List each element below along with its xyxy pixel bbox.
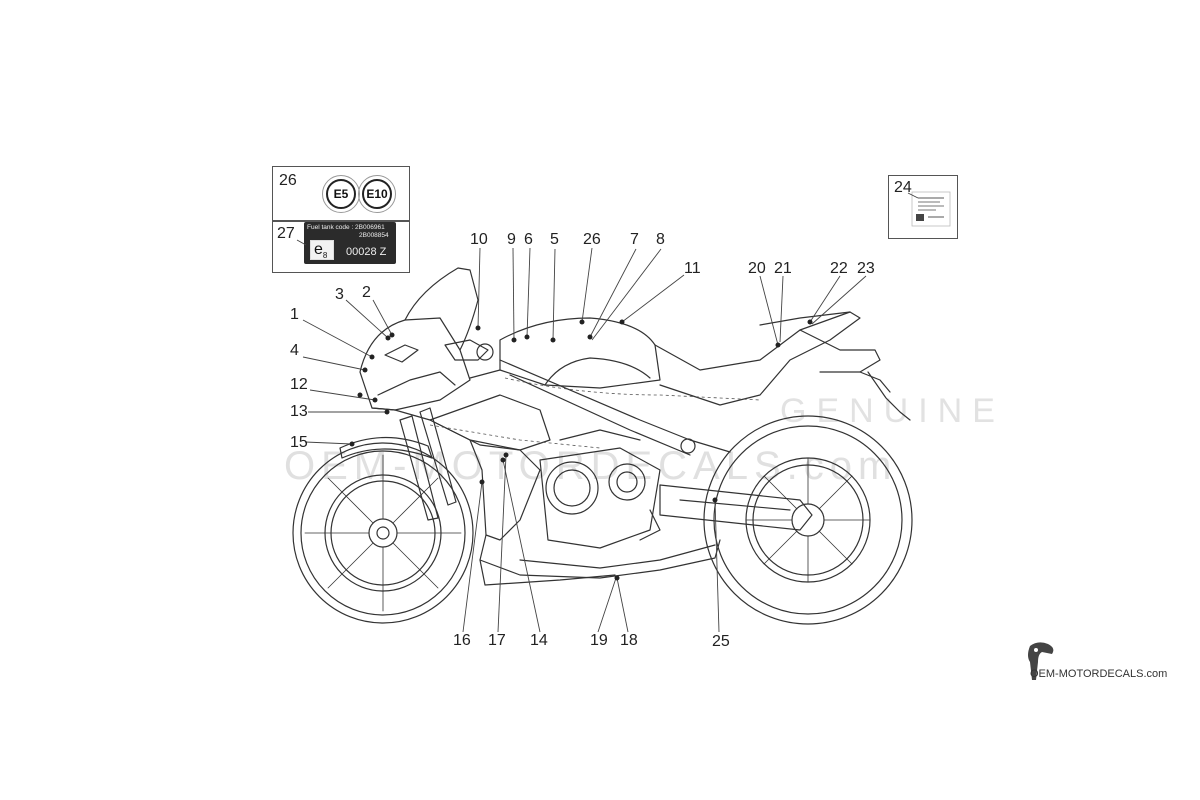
badge-e10: E10 — [362, 179, 392, 209]
callout-11: 11 — [684, 260, 701, 277]
badge-e5: E5 — [326, 179, 356, 209]
callout-14: 14 — [530, 632, 548, 649]
callout-17: 17 — [488, 632, 506, 649]
callout-10: 10 — [470, 231, 488, 248]
legend-box-26: 26 E5 E10 — [272, 166, 410, 221]
callout-20: 20 — [748, 260, 766, 277]
legend-number-24: 24 — [894, 179, 912, 196]
callout-25: 25 — [712, 633, 730, 650]
e-mark-letter: e — [314, 241, 323, 258]
callout-21: 21 — [774, 260, 792, 277]
legend-number-27: 27 — [277, 225, 295, 242]
callout-22: 22 — [830, 260, 848, 277]
legend-number-26: 26 — [279, 172, 297, 189]
watermark-top: GENUINE — [780, 392, 1005, 430]
callout-6: 6 — [524, 231, 533, 248]
callout-19: 19 — [590, 632, 608, 649]
callout-4: 4 — [290, 342, 299, 359]
footer-brand: OEM-MOTORDECALS.com — [1030, 668, 1168, 680]
toucan-logo-icon — [1028, 642, 1054, 680]
callout-15: 15 — [290, 434, 308, 451]
mini-decal-icon — [911, 191, 951, 227]
callout-23: 23 — [857, 260, 875, 277]
fuel-tank-code-line2: 2B008854 — [359, 232, 389, 239]
e-mark-sub: 8 — [322, 251, 328, 261]
fuel-tank-label: Fuel tank code : 2B006961 2B008854 e8 00… — [304, 222, 396, 264]
callout-1: 1 — [290, 306, 299, 323]
callout-13: 13 — [290, 403, 308, 420]
approval-number: 00028 Z — [346, 246, 387, 258]
fuel-tank-code-line: Fuel tank code : 2B006961 — [307, 224, 385, 231]
callout-8: 8 — [656, 231, 665, 248]
badge-ring-e10 — [358, 175, 396, 213]
callout-9: 9 — [507, 231, 516, 248]
callout-18: 18 — [620, 632, 638, 649]
callout-7: 7 — [630, 231, 639, 248]
callout-16: 16 — [453, 632, 471, 649]
callout-3: 3 — [335, 286, 344, 303]
legend-box-24: 24 — [888, 175, 958, 239]
callout-2: 2 — [362, 284, 371, 301]
callout-12: 12 — [290, 376, 308, 393]
callout-26: 26 — [583, 231, 601, 248]
e-mark-icon: e8 — [310, 240, 334, 260]
callout-5: 5 — [550, 231, 559, 248]
